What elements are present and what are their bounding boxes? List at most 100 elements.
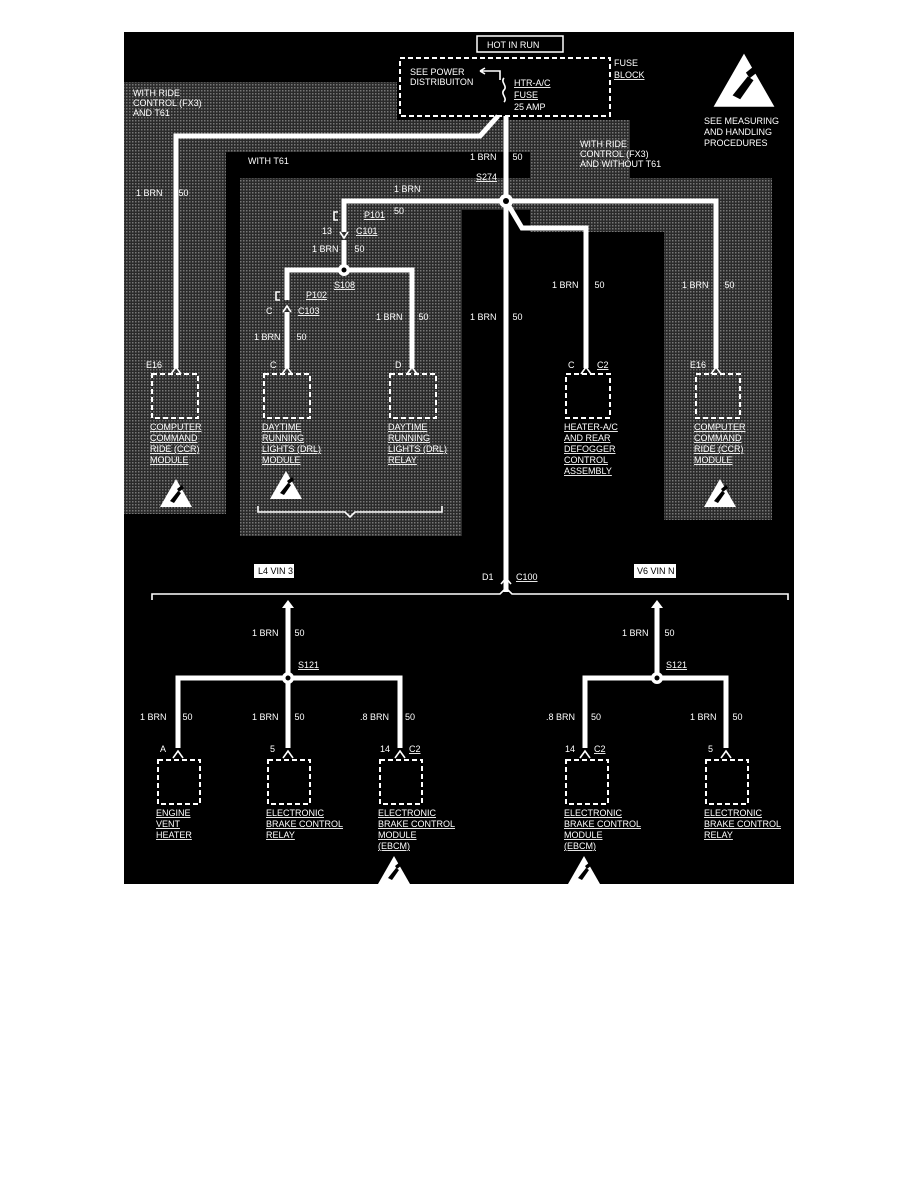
pin-arrow-ccr-right-icon — [710, 365, 722, 375]
label-pin5-left: 5 — [270, 744, 275, 754]
ebcr-left-box — [267, 759, 311, 805]
label-pin14-left: 14 — [380, 744, 390, 754]
connector-c101-icon — [333, 211, 349, 240]
wire-label-s274-left-b: 50 — [394, 206, 404, 216]
drl-relay-box — [389, 373, 437, 419]
ebcm-left-box — [379, 759, 423, 805]
option-left-3: AND T61 — [133, 108, 170, 118]
hot-in-run-box — [476, 35, 564, 53]
label-pinD-drl: D — [395, 360, 402, 370]
option-right-2: CONTROL (FX3) — [580, 149, 649, 159]
splice-s274-inner — [503, 198, 509, 204]
label-s121-right: S121 — [666, 660, 687, 670]
pin-arrow-drl-relay-icon — [406, 365, 418, 375]
wire-s274-heater — [503, 199, 589, 368]
pin-arrow-ccr-left-icon — [170, 365, 182, 375]
splice-s121-left-inner — [285, 675, 291, 681]
see-power-label-2: DISTRIBUITON — [410, 77, 473, 87]
label-s274: S274 — [476, 172, 497, 182]
label-e16-left: E16 — [146, 360, 162, 370]
label-pinA: A — [160, 744, 166, 754]
label-pin14-right: 14 — [565, 744, 575, 754]
fuse-label-2: FUSE — [514, 90, 538, 100]
see-power-arrow-icon — [479, 67, 501, 80]
ebcm-right-box — [565, 759, 609, 805]
wire-s274-right — [506, 198, 719, 368]
label-p101: P101 — [364, 210, 385, 220]
fuse-block-label-2: BLOCK — [614, 70, 645, 80]
pin-arrow-heater-icon — [580, 365, 592, 375]
option-left-2: CONTROL (FX3) — [133, 98, 202, 108]
drl-bracket — [257, 506, 443, 519]
engine-v6-box — [634, 564, 676, 578]
hot-in-run-label: HOT IN RUN — [487, 40, 539, 50]
drl-module-box — [263, 373, 311, 419]
label-pin5-right: 5 — [708, 744, 713, 754]
pin-arrow-vent-icon — [172, 749, 184, 759]
label-s121-left: S121 — [298, 660, 319, 670]
ccr-right-box — [695, 373, 741, 419]
wire-s274-left — [341, 198, 506, 232]
label-pinC-drl: C — [270, 360, 277, 370]
label-pin13: 13 — [322, 226, 332, 236]
pin-arrow-ebcr-right-icon — [720, 749, 732, 759]
option-t61: WITH T61 — [248, 156, 289, 166]
label-d1: D1 — [482, 572, 494, 582]
label-s108: S108 — [334, 280, 355, 290]
label-e16-right: E16 — [690, 360, 706, 370]
label-c2-ebcm-right: C2 — [594, 744, 606, 754]
fuse-label-3: 25 AMP — [514, 102, 546, 112]
esd-note-1: SEE MEASURING — [704, 116, 779, 126]
vent-heater-box — [157, 759, 201, 805]
wire-label-s274-left-a: 1 BRN — [394, 184, 421, 194]
c100-arrow-icon — [500, 576, 512, 585]
ccr-left-box — [151, 373, 199, 419]
pin-arrow-drl-module-icon — [281, 365, 293, 375]
connector-c103-icon — [275, 291, 292, 313]
pin-arrow-ebcm-left-icon — [394, 749, 406, 759]
ebcr-right-box — [705, 759, 749, 805]
fuse-symbol-icon — [502, 77, 506, 103]
pin-arrow-ebcm-right-icon — [579, 749, 591, 759]
arrow-l4-icon — [282, 600, 294, 608]
arrow-v6-icon — [651, 600, 663, 608]
wire-left-ccr — [173, 114, 500, 368]
option-right-1: WITH RIDE — [580, 139, 627, 149]
label-c103: C103 — [298, 306, 320, 316]
label-p102: P102 — [306, 290, 327, 300]
engine-v6-label: V6 VIN N — [637, 566, 675, 576]
label-c2-heater: C2 — [597, 360, 609, 370]
esd-note-2: AND HANDLING — [704, 127, 772, 137]
engine-l4-box — [254, 564, 294, 578]
label-pinC-c103: C — [266, 306, 273, 316]
option-t61-box — [244, 154, 302, 168]
shade-fuse-region — [226, 82, 760, 520]
option-left-1: WITH RIDE — [133, 88, 180, 98]
splice-s121-right-inner — [654, 675, 660, 681]
heater-box — [565, 373, 611, 419]
label-pinC-heater: C — [568, 360, 575, 370]
